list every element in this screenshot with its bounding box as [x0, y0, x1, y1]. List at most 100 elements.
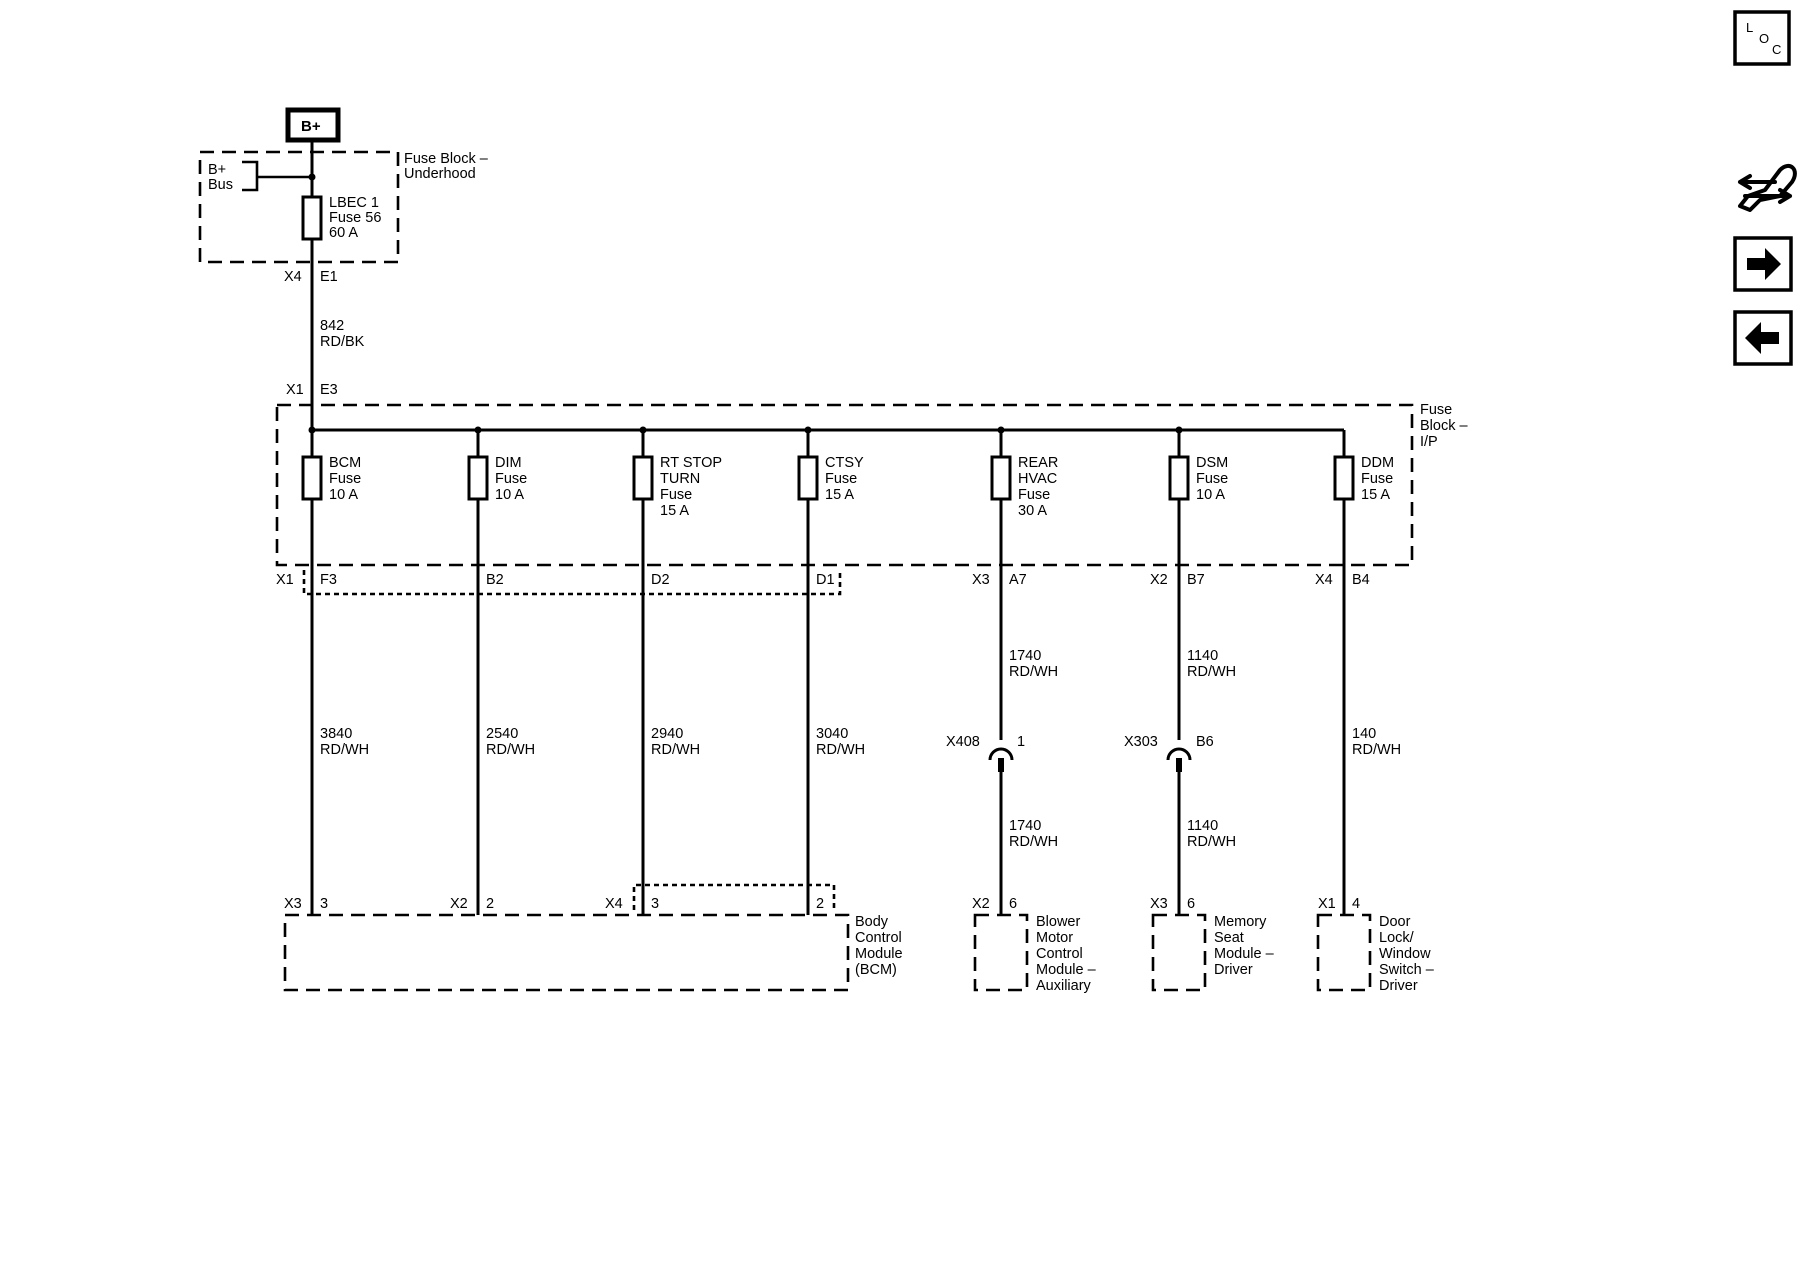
- arrow-left-icon: [1745, 322, 1779, 354]
- fuse-label-dsm-2: Fuse: [1196, 471, 1228, 487]
- ctsy-out-pin: D1: [816, 572, 835, 588]
- ctsy-wire-circuit: 3040: [816, 726, 848, 742]
- rear-hvac-upper-wire-circuit: 1740: [1009, 648, 1041, 664]
- fuse-symbol-dsm: [1168, 455, 1190, 501]
- fuse-label-rt-stop-1: RT STOP: [660, 455, 722, 471]
- fuse-symbol-rt-stop: [632, 455, 654, 501]
- underhood-block-name-1: Fuse Block –: [404, 151, 489, 167]
- x303-pin: [1176, 758, 1182, 772]
- bcm-dest-connector: X3: [284, 896, 302, 912]
- loc-letter-c: C: [1772, 42, 1781, 57]
- bcm-wire-color: RD/WH: [320, 742, 369, 758]
- rt-stop-out-pin: D2: [651, 572, 670, 588]
- fuse-label-dim-2: Fuse: [495, 471, 527, 487]
- dsm-lower-wire-circuit: 1140: [1187, 818, 1218, 834]
- fuse-label-dim-1: DIM: [495, 455, 522, 471]
- fuse-label-dim-3: 10 A: [495, 487, 524, 503]
- fuse-label-bcm-1: BCM: [329, 455, 361, 471]
- blower-module-name-2: Motor: [1036, 930, 1073, 946]
- inline-connector-x408-symbol: [988, 747, 1014, 761]
- memory-seat-module-name-3: Module –: [1214, 946, 1275, 962]
- splice-dot-bcm: [308, 426, 316, 434]
- feed-wire-color: RD/BK: [320, 334, 365, 350]
- ip-in-pin: E3: [320, 382, 338, 398]
- rear-hvac-out-pin: A7: [1009, 572, 1027, 588]
- fuse-symbol-bcm: [301, 455, 323, 501]
- fuse-label-bcm-3: 10 A: [329, 487, 358, 503]
- lbec-fuse-label-2: Fuse 56: [329, 210, 381, 226]
- inline-connector-x303-pin: B6: [1196, 734, 1214, 750]
- rt-stop-wire-color: RD/WH: [651, 742, 700, 758]
- dsm-upper-wire-color: RD/WH: [1187, 664, 1236, 680]
- connector-tool-icon[interactable]: [1738, 163, 1797, 212]
- door-lock-switch-name-2: Lock/: [1379, 930, 1415, 946]
- fuse-label-ddm-3: 15 A: [1361, 487, 1390, 503]
- loc-letter-o: O: [1759, 31, 1769, 46]
- bcm-module-outline: [283, 913, 850, 992]
- ip-block-name-1: Fuse: [1420, 402, 1452, 418]
- bcm-x4-connector-group: [632, 883, 836, 910]
- dsm-out-connector: X2: [1150, 572, 1168, 588]
- rt-stop-dest-pin: 3: [651, 896, 659, 912]
- fuse-label-ctsy-3: 15 A: [825, 487, 854, 503]
- dsm-out-pin: B7: [1187, 572, 1205, 588]
- ip-block-name-3: I/P: [1420, 434, 1438, 450]
- door-lock-switch-name-5: Driver: [1379, 978, 1418, 994]
- inline-connector-x303-name: X303: [1124, 734, 1158, 750]
- fuse-label-rear-hvac-4: 30 A: [1018, 503, 1047, 519]
- rt-stop-dest-connector: X4: [605, 896, 623, 912]
- ip-block-name-2: Block –: [1420, 418, 1468, 434]
- fuse-symbol-lbec1: [301, 195, 323, 241]
- blower-module-name-1: Blower: [1036, 914, 1080, 930]
- blower-module-name-5: Auxiliary: [1036, 978, 1092, 994]
- door-lock-switch-name-3: Window: [1379, 946, 1431, 962]
- dim-wire-color: RD/WH: [486, 742, 535, 758]
- fuse-label-ddm-2: Fuse: [1361, 471, 1393, 487]
- bcm-out-pin: F3: [320, 572, 337, 588]
- bus-bracket: [242, 160, 312, 192]
- rear-hvac-lower-wire-circuit: 1740: [1009, 818, 1041, 834]
- rear-hvac-dest-connector: X2: [972, 896, 990, 912]
- bcm-out-connector: X1: [276, 572, 294, 588]
- bus-splice-dot: [308, 173, 316, 181]
- splice-dot-dsm: [1175, 426, 1183, 434]
- fuse-symbol-ctsy: [797, 455, 819, 501]
- ctsy-wire-color: RD/WH: [816, 742, 865, 758]
- lbec-fuse-label-1: LBEC 1: [329, 195, 379, 211]
- x1-connector-group: [302, 570, 842, 596]
- dim-out-pin: B2: [486, 572, 504, 588]
- blower-module-name-4: Module –: [1036, 962, 1097, 978]
- underhood-out-connector: X4: [284, 269, 302, 285]
- bcm-module-name-2: Control: [855, 930, 902, 946]
- ddm-wire-color: RD/WH: [1352, 742, 1401, 758]
- arrow-right-button[interactable]: [1733, 236, 1793, 292]
- rt-stop-wire-circuit: 2940: [651, 726, 683, 742]
- ddm-out-connector: X4: [1315, 572, 1333, 588]
- ddm-out-pin: B4: [1352, 572, 1370, 588]
- fuse-label-ctsy-2: Fuse: [825, 471, 857, 487]
- inline-connector-x408-name: X408: [946, 734, 980, 750]
- feed-wire-circuit: 842: [320, 318, 344, 334]
- bus-label-1: B+: [208, 162, 226, 178]
- bcm-module-name-1: Body: [855, 914, 889, 930]
- ip-fuse-block-outline: [275, 403, 1414, 567]
- memory-seat-module-outline: [1151, 913, 1207, 992]
- fuse-label-bcm-2: Fuse: [329, 471, 361, 487]
- bus-label-2: Bus: [208, 177, 233, 193]
- lbec-fuse-label-3: 60 A: [329, 225, 358, 241]
- door-lock-switch-outline: [1316, 913, 1372, 992]
- splice-dot-ctsy: [804, 426, 812, 434]
- ddm-dest-connector: X1: [1318, 896, 1336, 912]
- dsm-dest-pin: 6: [1187, 896, 1195, 912]
- memory-seat-module-name-4: Driver: [1214, 962, 1253, 978]
- fuse-label-rear-hvac-2: HVAC: [1018, 471, 1057, 487]
- bcm-wire-circuit: 3840: [320, 726, 352, 742]
- loc-button[interactable]: L O C: [1733, 10, 1791, 66]
- ip-in-connector: X1: [286, 382, 304, 398]
- arrow-left-button[interactable]: [1733, 310, 1793, 366]
- loc-letter-l: L: [1746, 20, 1753, 35]
- rear-hvac-out-connector: X3: [972, 572, 990, 588]
- bcm-module-name-4: (BCM): [855, 962, 897, 978]
- fuse-label-rear-hvac-1: REAR: [1018, 455, 1058, 471]
